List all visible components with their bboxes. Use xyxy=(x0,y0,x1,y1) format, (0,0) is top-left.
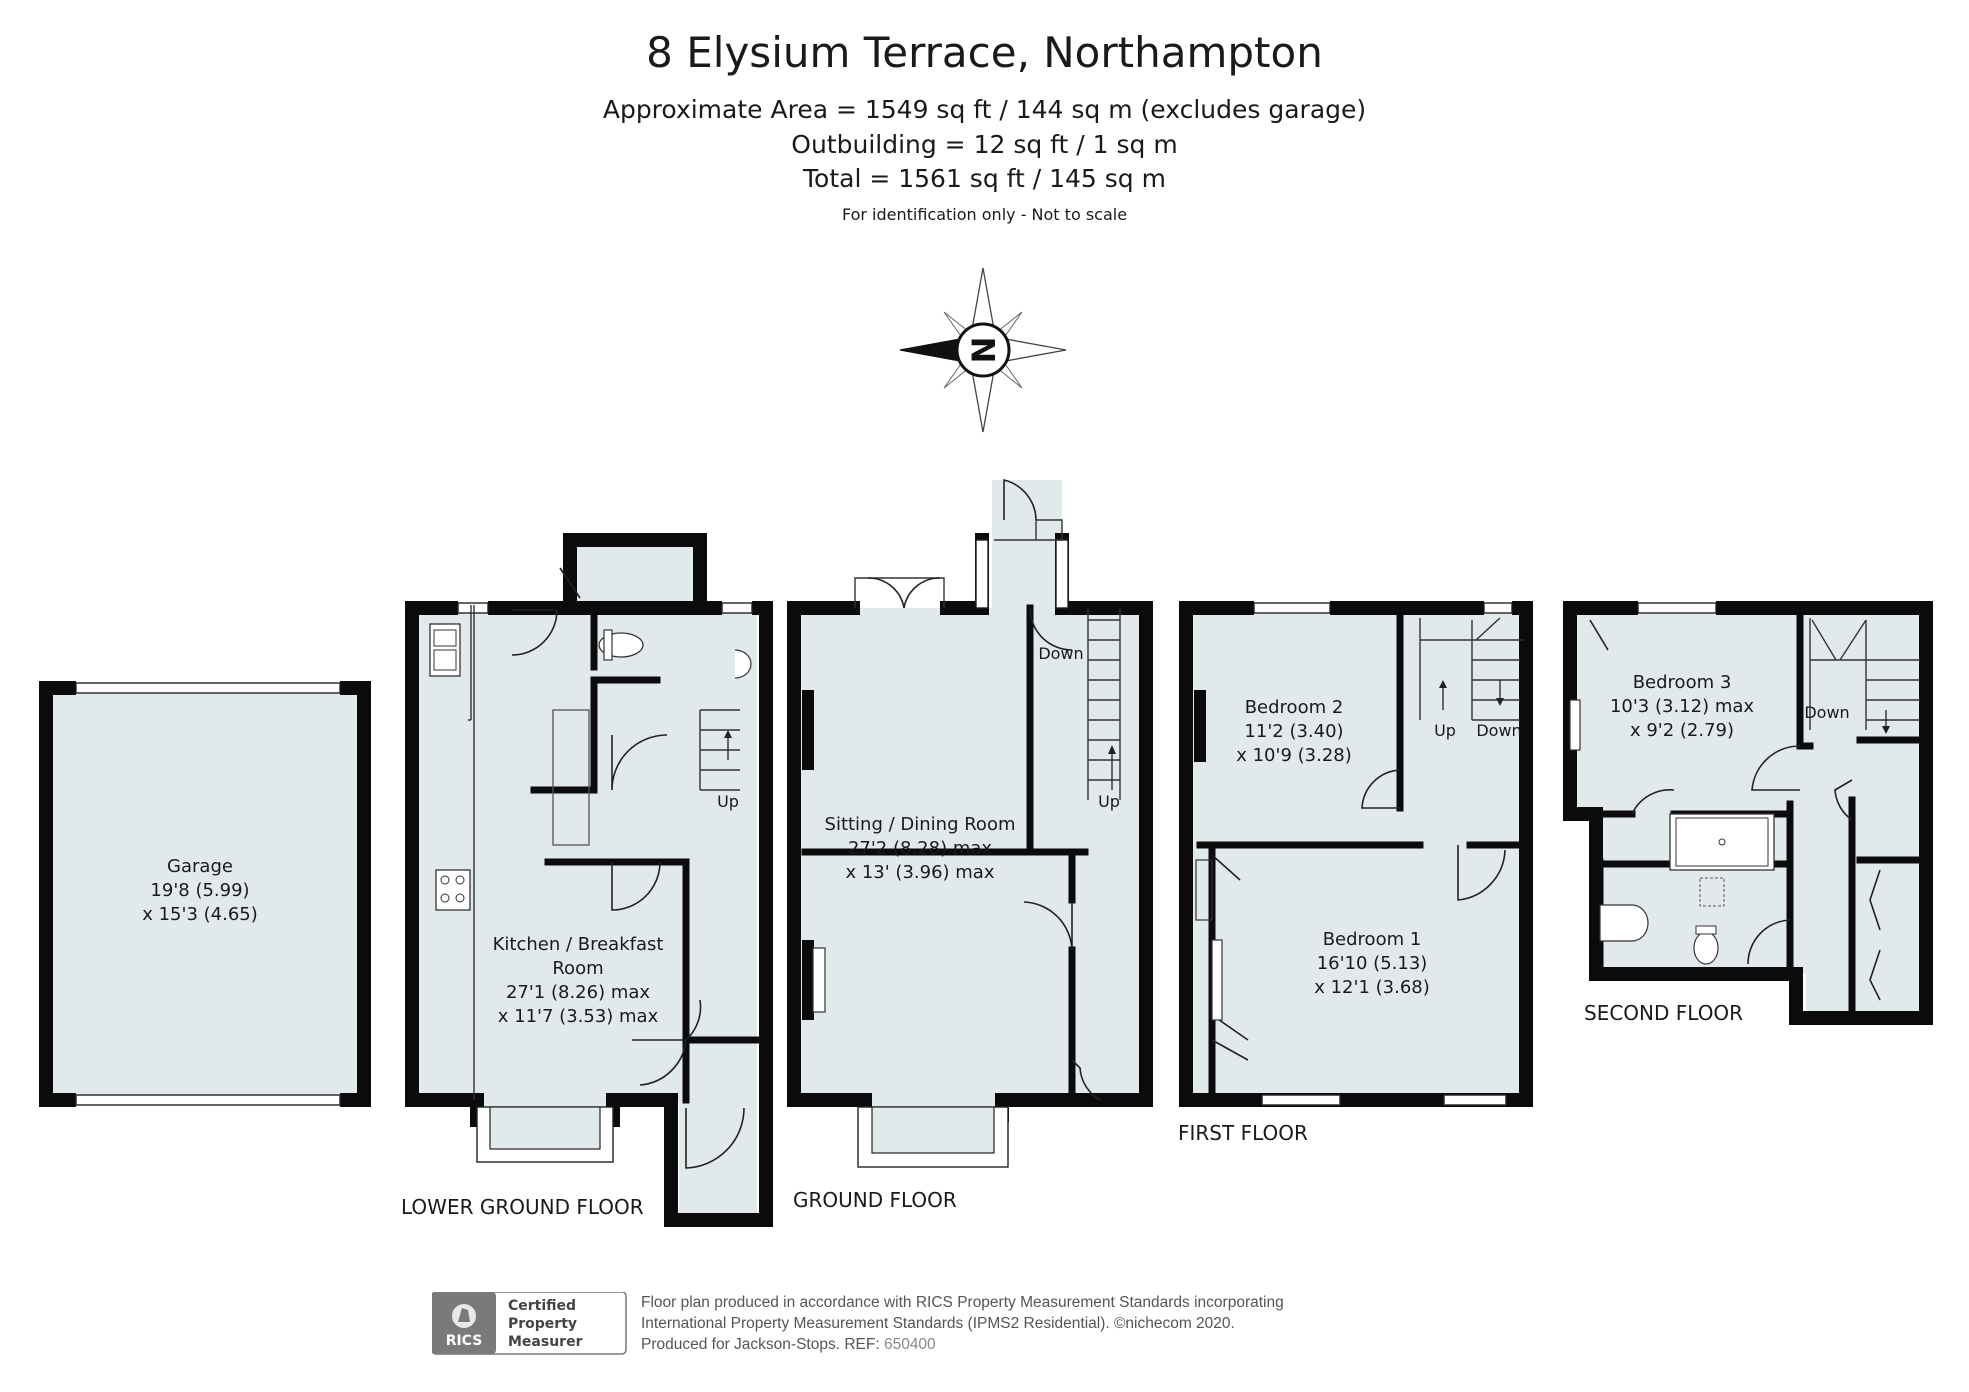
bedroom1-dim1: 16'10 (5.13) xyxy=(1317,953,1428,974)
ground-floor-label: GROUND FLOOR xyxy=(793,1188,957,1212)
badge-line2: Property xyxy=(508,1316,577,1332)
footer-line1: Floor plan produced in accordance with R… xyxy=(641,1294,1284,1311)
lower-ground-floor-label: LOWER GROUND FLOOR xyxy=(401,1195,644,1219)
kitchen-name2: Room xyxy=(552,958,603,979)
footer-notes: Floor plan produced in accordance with R… xyxy=(641,1292,1284,1355)
ground-floor-plan: Down Up Sitting / Dining Room 27'2 (8.28… xyxy=(787,478,1153,1212)
footer-line3: Produced for Jackson-Stops. REF: 650400 xyxy=(641,1334,1284,1355)
ground-stairs-up: Up xyxy=(1098,792,1120,811)
outbuilding-area: Outbuilding = 12 sq ft / 1 sq m xyxy=(791,130,1178,159)
garage-dim2: x 15'3 (4.65) xyxy=(142,904,258,925)
bedroom3-dim1: 10'3 (3.12) max xyxy=(1610,696,1754,717)
bedroom2-name: Bedroom 2 xyxy=(1245,697,1344,718)
page-title: 8 Elysium Terrace, Northampton xyxy=(646,28,1323,77)
second-stairs-down: Down xyxy=(1804,703,1849,722)
approximate-area: Approximate Area = 1549 sq ft / 144 sq m… xyxy=(602,95,1367,124)
lower-ground-floor-plan: Up Kitchen / Breakfast Room 27'1 (8.26) … xyxy=(401,533,773,1227)
first-stairs-up: Up xyxy=(1434,721,1456,740)
bedroom3-name: Bedroom 3 xyxy=(1633,672,1732,693)
second-floor-plan: Down Bedroom 3 10'3 (3.12) max x 9'2 (2.… xyxy=(1563,601,1933,1025)
sitting-name: Sitting / Dining Room xyxy=(825,814,1016,835)
total-area: Total = 1561 sq ft / 145 sq m xyxy=(803,164,1166,193)
garage-dim1: 19'8 (5.99) xyxy=(150,880,249,901)
bedroom2-dim2: x 10'9 (3.28) xyxy=(1236,745,1352,766)
sitting-dim2: x 13' (3.96) max xyxy=(845,862,994,883)
kitchen-dim1: 27'1 (8.26) max xyxy=(506,982,650,1003)
rics-brand: RICS xyxy=(446,1333,483,1349)
badge-line3: Measurer xyxy=(508,1334,583,1350)
bedroom1-dim2: x 12'1 (3.68) xyxy=(1314,977,1430,998)
footer-line2: International Property Measurement Stand… xyxy=(641,1315,1235,1332)
kitchen-dim2: x 11'7 (3.53) max xyxy=(498,1006,659,1027)
footer-produced-for: Produced for Jackson-Stops. REF: xyxy=(641,1336,880,1353)
footer-ref: 650400 xyxy=(883,1336,936,1353)
kitchen-name1: Kitchen / Breakfast xyxy=(493,934,664,955)
first-floor-plan: Up Down Bedroom 2 11'2 (3.40) x 10'9 (3.… xyxy=(1178,601,1533,1145)
scale-note: For identification only - Not to scale xyxy=(841,205,1128,224)
compass-label: N xyxy=(965,337,1003,364)
bedroom3-dim2: x 9'2 (2.79) xyxy=(1630,720,1734,741)
rics-badge: RICS Certified Property Measurer xyxy=(432,1292,627,1355)
garage-plan: Garage 19'8 (5.99) x 15'3 (4.65) xyxy=(39,681,371,1107)
first-floor-label: FIRST FLOOR xyxy=(1178,1121,1308,1145)
ground-stairs-down: Down xyxy=(1038,644,1083,663)
second-floor-label: SECOND FLOOR xyxy=(1584,1001,1743,1025)
bedroom2-dim1: 11'2 (3.40) xyxy=(1244,721,1343,742)
bedroom1-name: Bedroom 1 xyxy=(1323,929,1422,950)
first-stairs-down: Down xyxy=(1476,721,1521,740)
lg-stairs-up: Up xyxy=(717,792,739,811)
garage-name: Garage xyxy=(167,856,233,877)
compass-icon: N xyxy=(899,267,1067,433)
sitting-dim1: 27'2 (8.28) max xyxy=(848,838,992,859)
badge-line1: Certified xyxy=(508,1298,576,1314)
